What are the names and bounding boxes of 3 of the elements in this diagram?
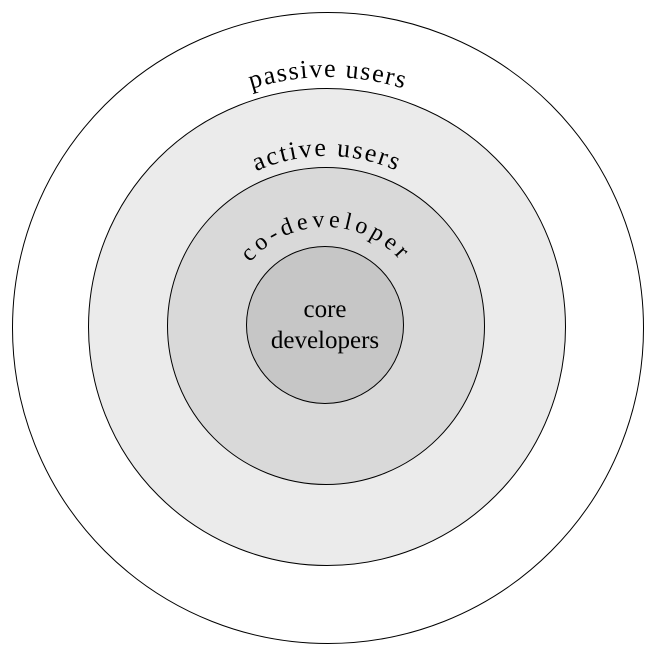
ring-label: active users — [247, 132, 407, 177]
ring-label: passive users — [244, 54, 412, 95]
center-label: core developers — [270, 294, 380, 356]
